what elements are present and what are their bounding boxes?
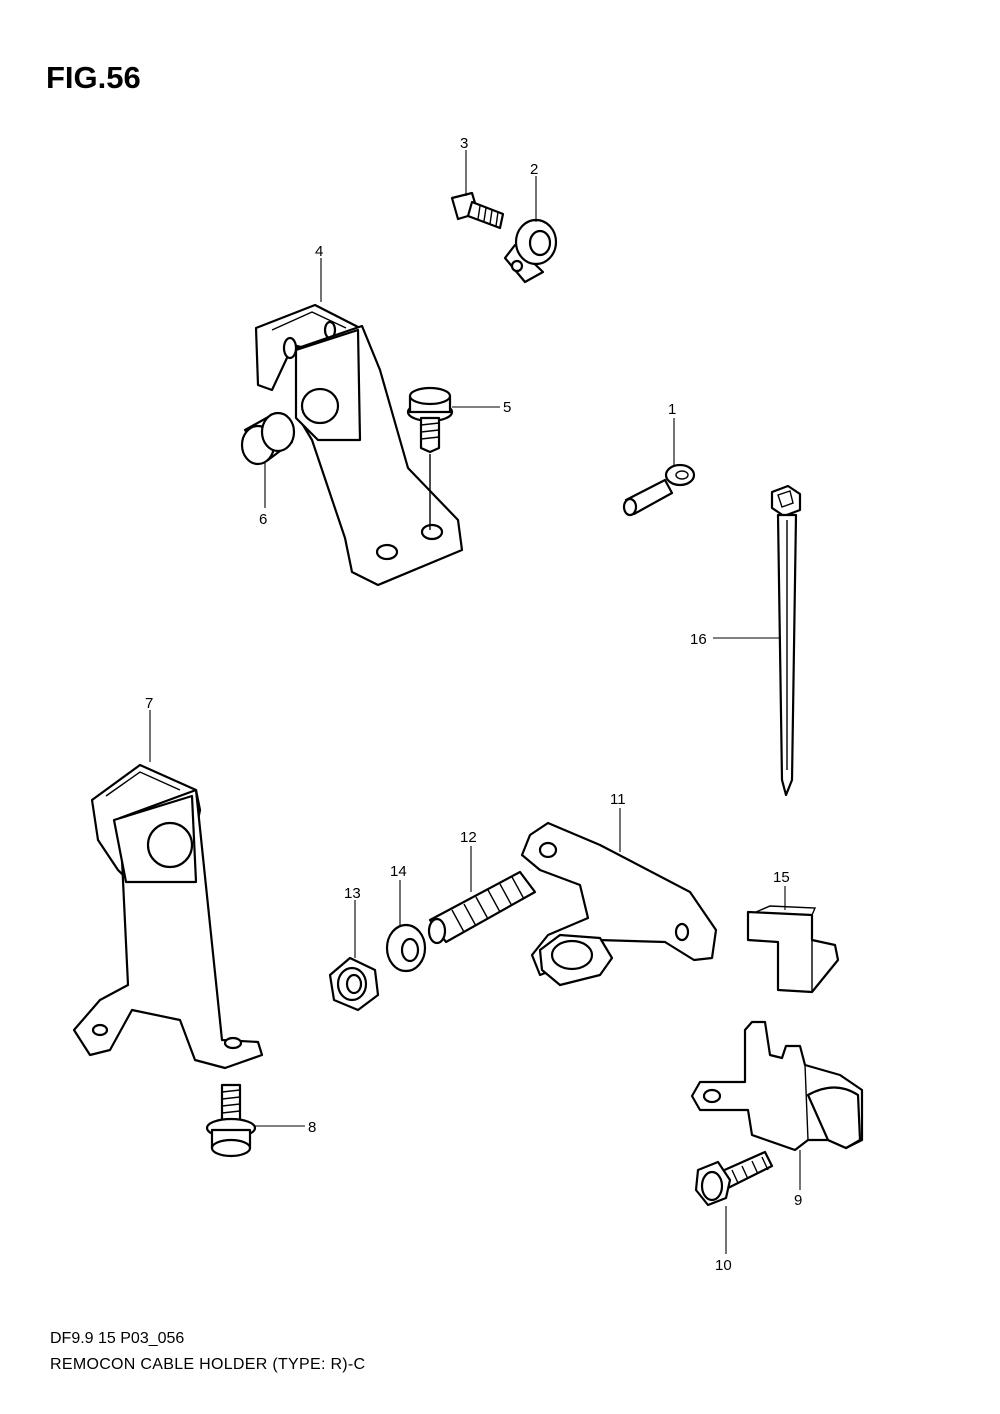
callout-15: 15 (773, 869, 790, 886)
part-12-stud (427, 870, 537, 945)
callout-1: 1 (668, 401, 676, 418)
part-1-terminal (622, 463, 696, 517)
figure-title: FIG.56 (46, 60, 141, 95)
part-3-bolt (450, 191, 505, 230)
part-2-clamp (503, 218, 558, 284)
callout-6: 6 (259, 511, 267, 528)
callout-14: 14 (390, 863, 407, 880)
callout-12: 12 (460, 829, 477, 846)
part-5-bolt (406, 386, 454, 454)
figure-caption: REMOCON CABLE HOLDER (TYPE: R)-C (50, 1356, 366, 1373)
part-8-bolt (205, 1083, 257, 1158)
callout-11: 11 (610, 791, 626, 808)
part-13-nut (328, 956, 380, 1012)
callout-8: 8 (308, 1119, 316, 1136)
part-11-plate (520, 821, 718, 987)
callout-2: 2 (530, 161, 538, 178)
part-7-bracket (72, 763, 264, 1070)
callout-3: 3 (460, 135, 468, 152)
part-14-washer (385, 923, 427, 973)
callout-5: 5 (503, 399, 511, 416)
callout-4: 4 (315, 243, 323, 260)
part-10-bolt (694, 1150, 774, 1207)
part-6-grommet (240, 411, 296, 466)
callout-10: 10 (715, 1257, 732, 1274)
figure-code: DF9.9 15 P03_056 (50, 1330, 185, 1347)
callout-16: 16 (690, 631, 707, 648)
callout-7: 7 (145, 695, 153, 712)
part-16-cable-tie (770, 484, 802, 797)
callout-9: 9 (794, 1192, 802, 1209)
part-4-bracket (254, 303, 464, 587)
callout-13: 13 (344, 885, 361, 902)
part-9-holder (690, 1020, 864, 1152)
part-15-clip (746, 905, 840, 994)
